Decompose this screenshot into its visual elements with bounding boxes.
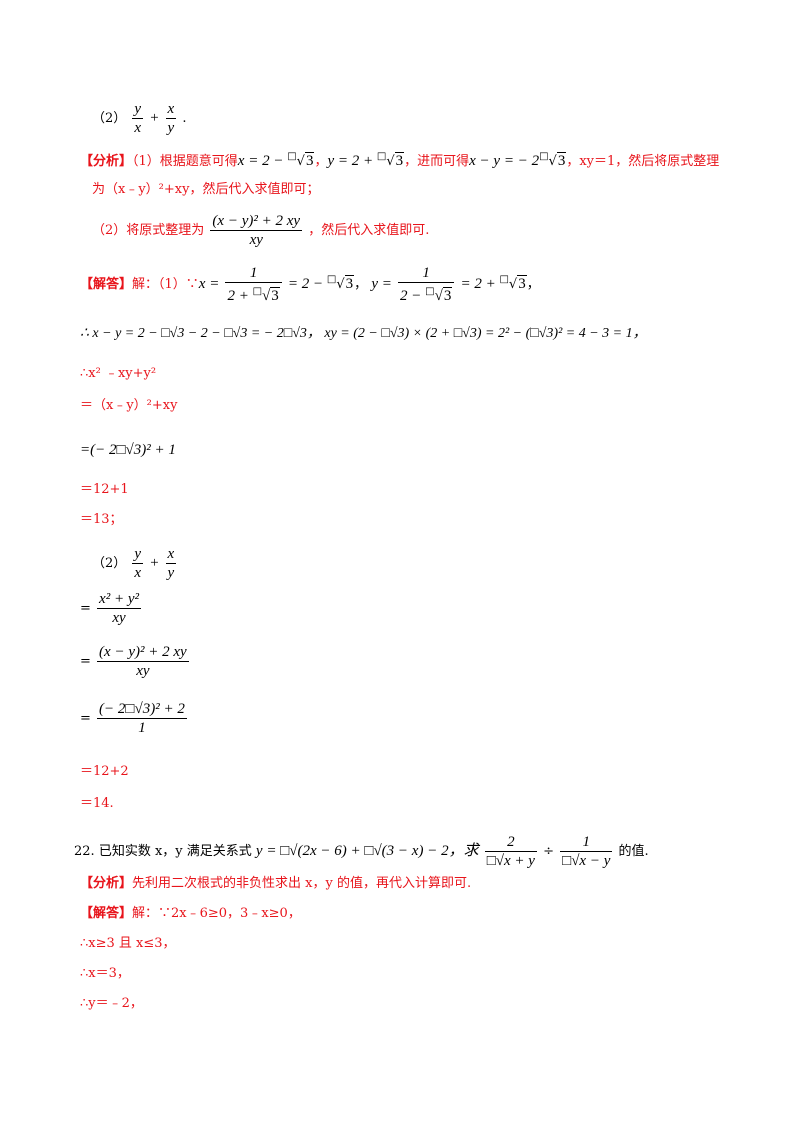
fraction-rewrite: (x − y)² + 2 xy xy bbox=[210, 213, 303, 248]
answer-tag: 【解答】 bbox=[80, 277, 133, 292]
analysis-tag: 【分析】 bbox=[80, 154, 133, 169]
fraction-q22-2: 1 □√x − y bbox=[560, 834, 613, 869]
fraction-substituted: (− 2□√3)² + 2 1 bbox=[97, 701, 187, 736]
answer-line-5: =(− 2□√3)² + 1 bbox=[80, 442, 176, 458]
q22-answer-line-1: 【解答】解：∵2x﹣6≥0，3﹣x≥0， bbox=[80, 906, 301, 921]
answer-line-6: ＝12+1 bbox=[80, 482, 129, 497]
q22-answer-line-3: ∴x＝3， bbox=[80, 966, 130, 981]
fraction-y-over-x: y x bbox=[132, 101, 144, 136]
answer-line-7: ＝13； bbox=[80, 512, 123, 527]
fraction-rewrite-2: (x − y)² + 2 xy xy bbox=[97, 644, 189, 679]
analysis-line-2: 为（x﹣y）²+xy，然后代入求值即可； bbox=[92, 182, 320, 197]
answer-line-3: ∴x² ﹣xy+y² bbox=[80, 366, 157, 381]
q22-analysis: 【分析】先利用二次根式的非负性求出 x，y 的值，再代入计算即可. bbox=[80, 876, 472, 891]
answer-line-13: ＝14. bbox=[80, 796, 114, 811]
analysis-line-1: 【分析】（1）根据题意可得x = 2 − □√3，y = 2 + □√3，进而可… bbox=[80, 151, 720, 169]
answer-line-12: ＝12+2 bbox=[80, 764, 129, 779]
fraction-sum-squares: x² + y² xy bbox=[97, 591, 141, 626]
answer-line-1: 【解答】解：（1）∵x = 1 2 + □√3 = 2 − □√3， y = 1… bbox=[80, 264, 540, 305]
question-22: 22. 已知实数 x，y 满足关系式 y = □√(2x − 6) + □√(3… bbox=[74, 834, 649, 869]
answer-line-2: ∴ x − y = 2 − □√3 − 2 − □√3 = − 2□√3， xy… bbox=[80, 326, 647, 341]
answer-line-11: = (− 2□√3)² + 2 1 bbox=[80, 701, 187, 736]
question-number: 22. bbox=[74, 844, 95, 859]
part-label: （2） bbox=[92, 111, 127, 126]
q22-answer-line-4: ∴y＝﹣2， bbox=[80, 996, 143, 1011]
question-part-2: （2） y x + x y . bbox=[92, 101, 187, 136]
fraction-x-over-y: x y bbox=[165, 101, 177, 136]
analysis-line-3: （2）将原式整理为 (x − y)² + 2 xy xy ，然后代入求值即可. bbox=[92, 213, 430, 248]
answer-line-10: = (x − y)² + 2 xy xy bbox=[80, 644, 189, 679]
fraction-y-value: 1 2 − □√3 bbox=[398, 264, 455, 305]
fraction-q22-1: 2 □√x + y bbox=[484, 834, 537, 869]
q22-answer-line-2: ∴x≥3 且 x≤3， bbox=[80, 936, 176, 951]
answer-line-9: = x² + y² xy bbox=[80, 591, 141, 626]
answer-line-4: ＝（x﹣y）²+xy bbox=[80, 398, 178, 413]
fraction-x-value: 1 2 + □√3 bbox=[225, 264, 282, 305]
